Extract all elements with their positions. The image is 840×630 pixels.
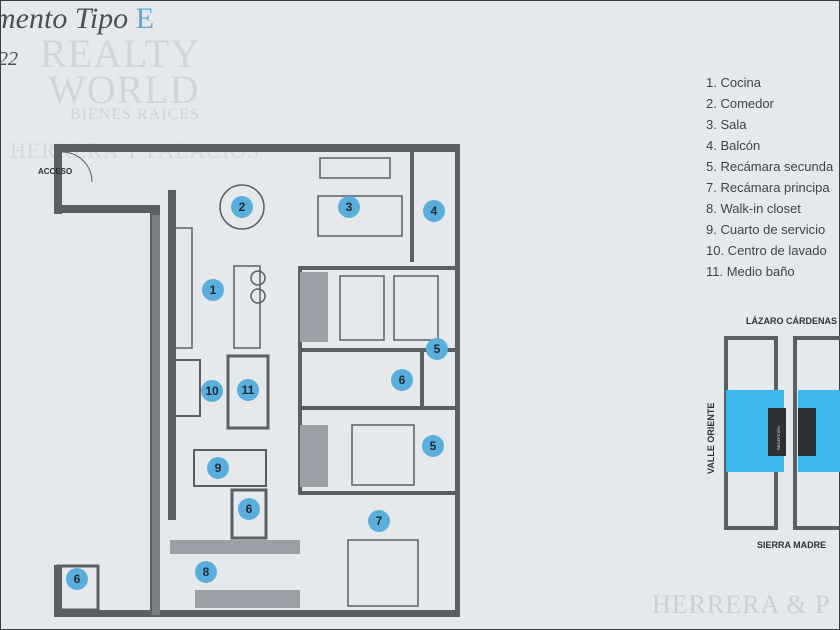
room-marker-label: 3 xyxy=(346,200,353,214)
door-arc xyxy=(61,151,93,183)
legend-item: 5. Recámara secunda xyxy=(706,159,834,174)
kitchen-island xyxy=(233,265,261,349)
service-room xyxy=(193,449,267,487)
room-marker-label: 7 xyxy=(376,514,383,528)
page-subtitle: 22 xyxy=(0,48,18,70)
sofa xyxy=(319,157,391,179)
room-marker-label: 10 xyxy=(205,384,219,398)
kitchen-counter xyxy=(169,227,193,349)
balcony-rail xyxy=(410,152,414,262)
stool xyxy=(250,288,266,304)
legend-item: 9. Cuarto de servicio xyxy=(706,222,826,237)
room-marker-label: 6 xyxy=(74,572,81,586)
room-marker xyxy=(422,435,444,457)
wall-ledge-left xyxy=(152,215,160,615)
room-marker xyxy=(201,380,223,402)
legend-item: 7. Recámara principa xyxy=(706,180,830,195)
page-title: mento Tipo E xyxy=(0,2,154,36)
room-marker-label: 2 xyxy=(239,200,246,214)
room-marker-label: 9 xyxy=(215,461,222,475)
room-marker xyxy=(238,498,260,520)
legend-item: 8. Walk-in closet xyxy=(706,201,801,216)
room-marker-label: 11 xyxy=(242,383,255,397)
laundry xyxy=(169,359,201,417)
legend-item: 10. Centro de lavado xyxy=(706,243,827,258)
closet-strip xyxy=(300,425,328,487)
tower-label: RECEPCIÓN xyxy=(776,426,781,450)
core xyxy=(768,408,786,456)
room-marker-label: 6 xyxy=(399,373,406,387)
wall-top xyxy=(60,144,460,152)
bed xyxy=(339,275,385,341)
access-label: ACCESO xyxy=(38,167,72,176)
room-marker-label: 8 xyxy=(203,565,210,579)
bed xyxy=(351,424,415,486)
coffee-table xyxy=(317,195,403,237)
site-map: LÁZARO CÁRDENAS VALLE ORIENTE SIERRA MAD… xyxy=(706,316,840,550)
room-marker xyxy=(368,510,390,532)
legend-item: 11. Medio baño xyxy=(706,264,795,279)
walk-in-closet xyxy=(170,540,300,554)
room-marker xyxy=(202,279,224,301)
wall-corridor-top xyxy=(54,205,160,213)
west-street-label: VALLE ORIENTE xyxy=(706,403,716,474)
service-bath xyxy=(230,488,268,540)
room-marker xyxy=(391,369,413,391)
room-marker-label: 5 xyxy=(430,439,437,453)
stool xyxy=(250,270,266,286)
room-marker xyxy=(207,457,229,479)
legend-item: 4. Balcón xyxy=(706,138,761,153)
walk-in-closet xyxy=(195,590,300,608)
bed xyxy=(393,275,439,341)
room-marker xyxy=(423,200,445,222)
room-marker-label: 5 xyxy=(434,342,441,356)
bath-lower xyxy=(56,564,100,612)
room-marker xyxy=(237,379,259,401)
room-marker-label: 4 xyxy=(431,204,438,218)
wall-left-upper xyxy=(54,144,62,214)
north-street-label: LÁZARO CÁRDENAS xyxy=(746,316,837,326)
bed xyxy=(347,539,419,607)
room-marker xyxy=(195,561,217,583)
legend-item: 1. Cocina xyxy=(706,75,761,90)
south-street-label: SIERRA MADRE xyxy=(757,540,826,550)
title-letter: E xyxy=(135,2,155,35)
wall-kitchen xyxy=(168,190,176,520)
legend-item: 2. Comedor xyxy=(706,96,774,111)
half-bath xyxy=(226,354,270,430)
room-marker-label: 1 xyxy=(210,283,217,297)
core xyxy=(798,408,816,456)
room-marker xyxy=(66,568,88,590)
room-legend: 1. Cocina 2. Comedor 3. Sala 4. Balcón 5… xyxy=(706,72,833,282)
room-marker xyxy=(231,196,253,218)
room-marker xyxy=(426,338,448,360)
dining-table xyxy=(219,184,265,230)
legend-item: 3. Sala xyxy=(706,117,747,132)
wall-right xyxy=(455,144,460,614)
room-marker xyxy=(338,196,360,218)
closet-strip xyxy=(300,272,328,342)
wall-bottom xyxy=(54,610,460,617)
room-marker-label: 6 xyxy=(246,502,253,516)
title-text: mento Tipo xyxy=(0,2,129,35)
site-block xyxy=(793,336,840,530)
